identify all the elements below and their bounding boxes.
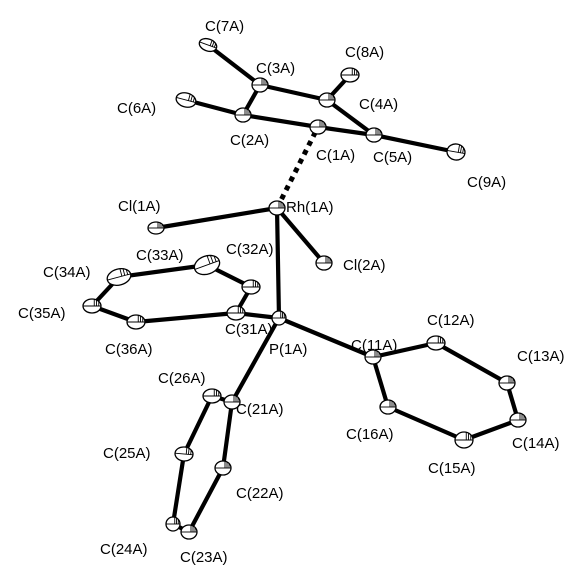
atom-label-C24A: C(24A) xyxy=(100,541,148,558)
bond-P1A-C21A xyxy=(229,315,282,405)
atom-C23A xyxy=(180,524,198,540)
bond-layer xyxy=(89,42,521,535)
atom-C9A xyxy=(446,143,466,161)
atom-label-C31A: C(31A) xyxy=(225,321,273,338)
atom-label-C32A: C(32A) xyxy=(226,241,274,258)
atom-label-C8A: C(8A) xyxy=(345,44,384,61)
atom-C25A xyxy=(174,446,194,462)
atom-label-C7A: C(7A) xyxy=(205,18,244,35)
atom-C22A xyxy=(214,460,232,476)
bond-C14A-C15A xyxy=(461,417,521,443)
bond-C4A-C5A xyxy=(324,97,377,138)
bond-C11A-C12A xyxy=(370,340,439,360)
atom-label-C11A: C(11A) xyxy=(351,337,397,354)
bond-C24A-C25A xyxy=(170,451,187,527)
bond-C22A-C23A xyxy=(186,465,226,535)
atom-label-C5A: C(5A) xyxy=(373,149,412,166)
atom-C6A xyxy=(175,92,197,108)
atom-C2A xyxy=(234,107,252,123)
atom-label-C4A: C(4A) xyxy=(359,96,398,113)
atom-C31A xyxy=(226,305,246,321)
atom-C24A xyxy=(165,516,181,532)
label-layer: Rh(1A) P(1A) Cl(1A) Cl(2A) C(1A) C(2A) C(3A) C(… xyxy=(18,18,565,566)
atom-label-C13A: C(13A) xyxy=(517,348,565,365)
atom-label-C14A: C(14A) xyxy=(512,435,560,452)
atom-label-Cl2A: Cl(2A) xyxy=(343,257,386,274)
atom-layer xyxy=(82,37,527,540)
bond-P1A-C11A xyxy=(276,315,376,360)
bond-C5A-C9A xyxy=(371,132,459,155)
atom-C15A xyxy=(454,431,474,449)
bond-Rh1A-Cl2A xyxy=(274,205,327,266)
atom-C11A xyxy=(364,349,382,365)
atom-label-C33A: C(33A) xyxy=(136,247,184,264)
atom-label-C12A: C(12A) xyxy=(427,312,475,329)
atom-C5A xyxy=(365,127,383,143)
atom-label-C22A: C(22A) xyxy=(236,485,284,502)
bond-C5A-C1A xyxy=(315,124,377,138)
atom-label-C35A: C(35A) xyxy=(18,305,66,322)
atom-label-C26A: C(26A) xyxy=(158,370,206,387)
atom-C3A xyxy=(251,77,269,93)
atom-label-C3A: C(3A) xyxy=(256,60,295,77)
atom-label-C9A: C(9A) xyxy=(467,174,506,191)
atom-label-C6A: C(6A) xyxy=(117,100,156,117)
atom-C14A xyxy=(509,412,527,428)
bond-C21A-C22A xyxy=(220,399,235,471)
atom-C36A xyxy=(126,314,146,330)
bond-C3A-C4A xyxy=(257,82,330,103)
bond-C15A-C16A xyxy=(385,404,467,443)
atom-C7A xyxy=(198,37,218,53)
atom-P1A xyxy=(271,310,287,326)
atom-Cl2A xyxy=(315,255,333,271)
atom-C21A xyxy=(223,394,241,410)
bond-C12A-C13A xyxy=(433,340,510,386)
atom-C4A xyxy=(318,92,336,108)
atom-label-C23A: C(23A) xyxy=(180,549,228,566)
atom-label-C34A: C(34A) xyxy=(43,264,91,281)
atom-label-Cl1A: Cl(1A) xyxy=(118,198,161,215)
atom-label-C21A: C(21A) xyxy=(236,401,284,418)
bond-C36A-C31A xyxy=(133,310,239,325)
atom-C35A xyxy=(82,298,102,314)
atom-C26A xyxy=(202,388,222,404)
atom-label-C36A: C(36A) xyxy=(105,341,153,358)
bond-C33A-C34A xyxy=(116,262,210,280)
bond-C3A-C7A xyxy=(205,42,263,88)
atom-C12A xyxy=(426,335,446,351)
bond-Rh1A-P1A xyxy=(274,205,282,321)
atom-C34A xyxy=(106,268,132,286)
atom-label-C1A: C(1A) xyxy=(316,147,355,164)
atom-Rh1A xyxy=(268,200,286,216)
atom-Cl1A xyxy=(147,221,165,235)
atom-C33A xyxy=(193,254,221,276)
atom-label-C15A: C(15A) xyxy=(428,460,476,477)
atom-label-C2A: C(2A) xyxy=(230,132,269,149)
atom-C1A xyxy=(309,119,327,135)
atom-C8A xyxy=(340,67,360,83)
bond-C25A-C26A xyxy=(181,393,215,457)
bond-C16A-C11A xyxy=(370,354,391,410)
dashed-bond-Rh1A-C1A xyxy=(274,125,321,210)
atom-C32A xyxy=(241,279,261,295)
atom-label-C25A: C(25A) xyxy=(103,445,151,462)
bond-Rh1A-Cl1A xyxy=(153,205,280,231)
atom-label-C16A: C(16A) xyxy=(346,426,394,443)
atom-C13A xyxy=(498,375,516,391)
atom-C16A xyxy=(379,399,397,415)
atom-label-Rh1A: Rh(1A) xyxy=(286,199,334,216)
atom-label-P1A: P(1A) xyxy=(269,341,307,358)
bond-C1A-C2A xyxy=(240,112,321,130)
